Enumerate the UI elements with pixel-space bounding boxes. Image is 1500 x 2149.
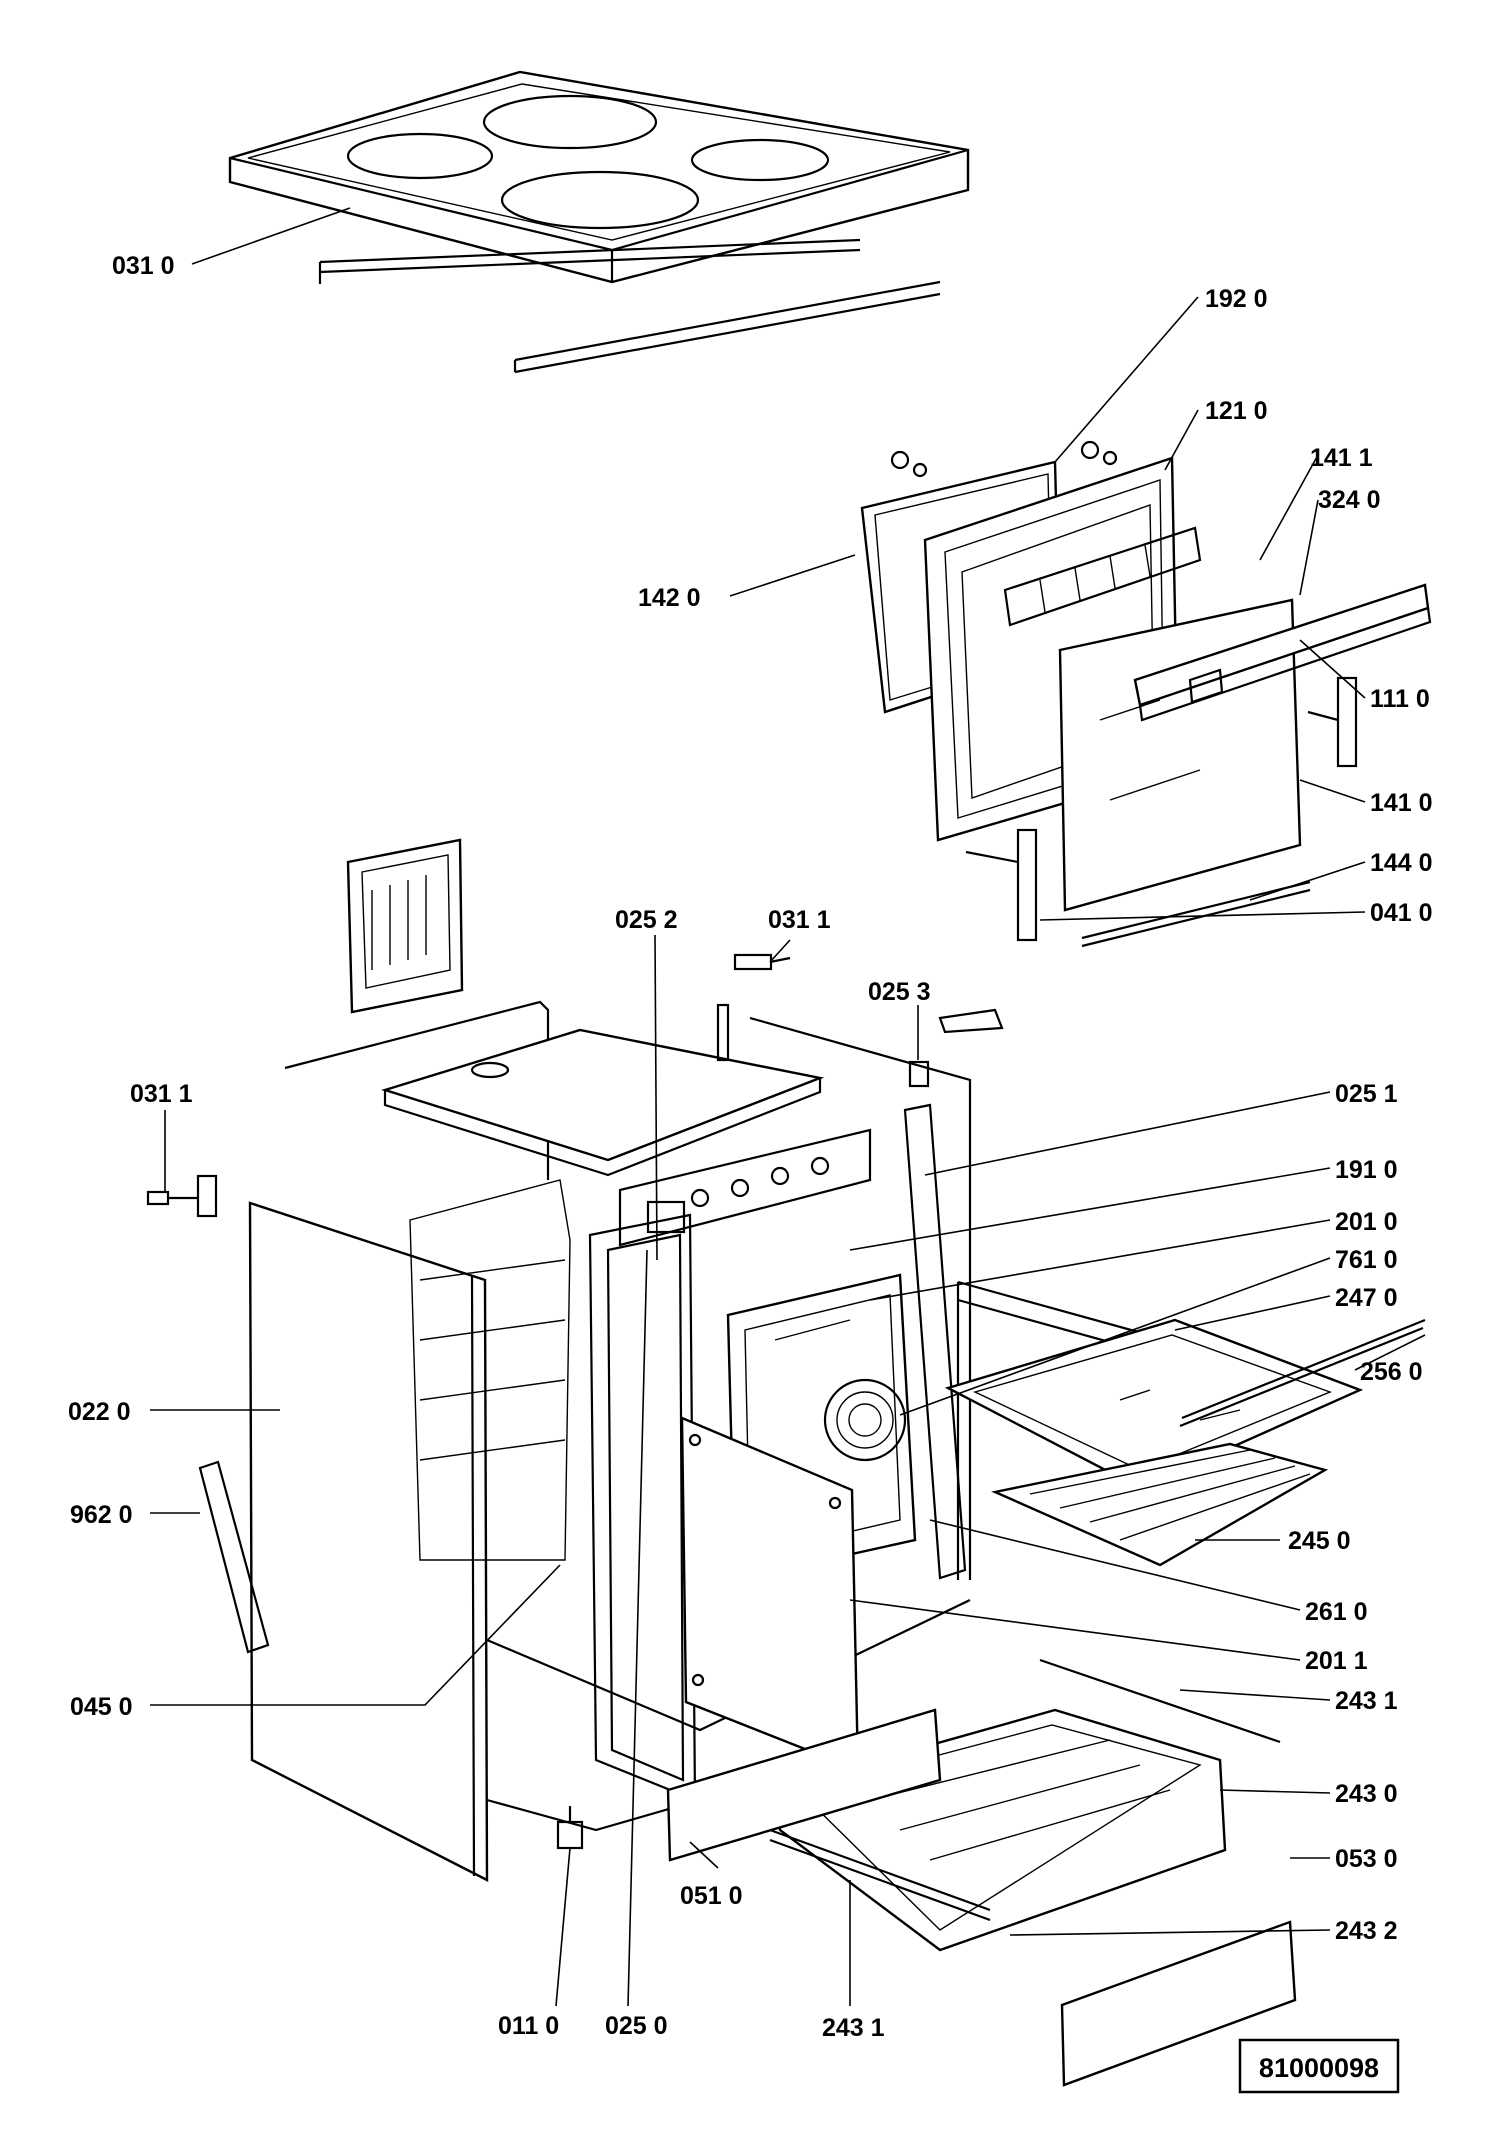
part-label-0311-left: 031 1	[130, 1080, 193, 1108]
part-label-0220: 022 0	[68, 1398, 131, 1426]
part-label-0410: 041 0	[1370, 899, 1433, 927]
part-label-0310: 031 0	[112, 252, 175, 280]
part-label-2431-upper: 243 1	[1335, 1687, 1398, 1715]
part-label-2432: 243 2	[1335, 1917, 1398, 1945]
part-label-2430: 243 0	[1335, 1780, 1398, 1808]
oven-door-assembly	[860, 440, 1432, 948]
cooktop-mounting-brackets	[318, 238, 941, 374]
document-number: 81000098	[1259, 2053, 1379, 2083]
part-label-0251: 025 1	[1335, 1080, 1398, 1108]
part-label-0530: 053 0	[1335, 1845, 1398, 1873]
part-label-7610: 761 0	[1335, 1246, 1398, 1274]
rear-vent-panel	[346, 838, 464, 1014]
part-label-3240: 324 0	[1318, 486, 1381, 514]
part-label-1110: 111 0	[1370, 685, 1430, 713]
part-label-0110: 011 0	[498, 2012, 559, 2040]
part-label-0250: 025 0	[605, 2012, 668, 2040]
spit-rod	[1179, 1318, 1426, 1428]
part-label-2560: 256 0	[1360, 1358, 1423, 1386]
document-number-box: 81000098	[1238, 2038, 1400, 2094]
part-label-1410: 141 0	[1370, 789, 1433, 817]
storage-drawer	[556, 1658, 1297, 2087]
part-label-0450: 045 0	[70, 1693, 133, 1721]
part-label-1420: 142 0	[638, 584, 701, 612]
part-label-9620: 962 0	[70, 1501, 133, 1529]
leader-lines	[150, 207, 1426, 2007]
ceramic-cooktop	[228, 70, 970, 284]
part-label-2470: 247 0	[1335, 1284, 1398, 1312]
part-label-2431-lower: 243 1	[822, 2014, 885, 2042]
part-label-1411: 141 1	[1310, 444, 1373, 472]
part-label-0253: 025 3	[868, 978, 931, 1006]
part-labels: 031 0 192 0 121 0 141 1 324 0 142 0 111 …	[68, 252, 1433, 2042]
part-label-1440: 144 0	[1370, 849, 1433, 877]
part-label-0311-top: 031 1	[768, 906, 831, 934]
part-label-1920: 192 0	[1205, 285, 1268, 313]
part-label-2450: 245 0	[1288, 1527, 1351, 1555]
part-label-2610: 261 0	[1305, 1598, 1368, 1626]
wire-shelf	[991, 1442, 1329, 1567]
small-hardware	[146, 953, 1004, 1654]
part-label-0510: 051 0	[680, 1882, 743, 1910]
part-label-0252: 025 2	[615, 906, 678, 934]
part-label-1910: 191 0	[1335, 1156, 1398, 1184]
part-label-2011: 201 1	[1305, 1647, 1368, 1675]
part-label-1210: 121 0	[1205, 397, 1268, 425]
part-label-2010: 201 0	[1335, 1208, 1398, 1236]
